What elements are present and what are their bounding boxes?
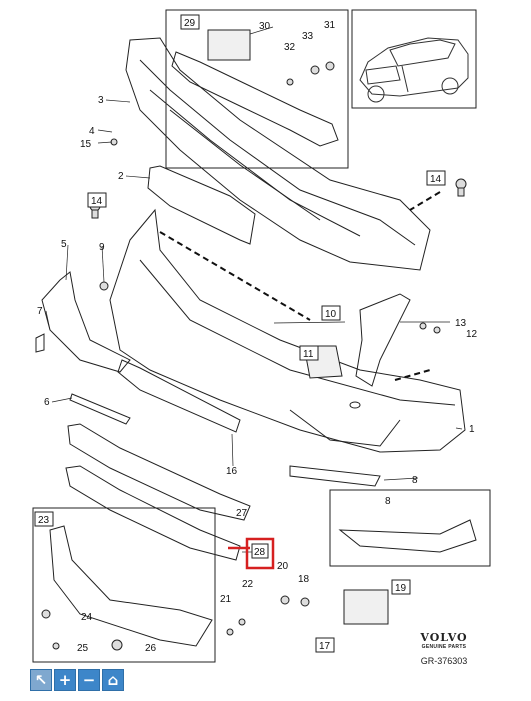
guide-lines xyxy=(159,191,441,381)
absorber-2 xyxy=(147,165,256,245)
home-icon[interactable]: ⌂ xyxy=(102,669,124,691)
label-6[interactable]: 6 xyxy=(44,397,50,408)
label-9[interactable]: 9 xyxy=(99,242,105,253)
label-11[interactable]: 11 xyxy=(303,349,314,360)
bumper-cover-1 xyxy=(109,208,466,453)
inset-box-29 xyxy=(165,9,349,169)
label-25[interactable]: 25 xyxy=(77,643,89,654)
part-28-highlight xyxy=(245,537,275,570)
volvo-branding: VOLVO GENUINE PARTS GR-376303 xyxy=(414,631,474,666)
label-20[interactable]: 20 xyxy=(277,561,289,572)
bracket-10 xyxy=(355,293,411,387)
label-33[interactable]: 33 xyxy=(302,31,314,42)
label-13[interactable]: 13 xyxy=(455,318,467,329)
label-8a[interactable]: 8 xyxy=(412,475,418,486)
label-18[interactable]: 18 xyxy=(298,574,310,585)
inset-box-8 xyxy=(329,489,491,567)
label-24[interactable]: 24 xyxy=(81,612,93,623)
genuine-parts-text: GENUINE PARTS xyxy=(421,644,467,650)
label-23[interactable]: 23 xyxy=(38,515,50,526)
label-7[interactable]: 7 xyxy=(37,306,43,317)
fasteners xyxy=(41,61,467,651)
label-19[interactable]: 19 xyxy=(395,583,407,594)
label-30[interactable]: 30 xyxy=(259,21,271,32)
label-28[interactable]: 28 xyxy=(254,547,266,558)
label-26[interactable]: 26 xyxy=(145,643,157,654)
minus-icon[interactable]: − xyxy=(78,669,100,691)
label-22[interactable]: 22 xyxy=(242,579,254,590)
label-8b[interactable]: 8 xyxy=(385,496,391,507)
lower-spoiler-27 xyxy=(67,423,251,521)
label-10[interactable]: 10 xyxy=(325,309,337,320)
volvo-logo: VOLVO xyxy=(420,631,468,644)
label-3[interactable]: 3 xyxy=(98,95,104,106)
car-illustration xyxy=(359,37,469,103)
side-cover-5 xyxy=(35,271,131,373)
viewer-toolbar: ↖ + − ⌂ xyxy=(30,669,124,691)
label-15[interactable]: 15 xyxy=(80,139,92,150)
grille-16 xyxy=(117,359,241,433)
label-32[interactable]: 32 xyxy=(284,42,296,53)
label-1[interactable]: 1 xyxy=(469,424,475,435)
bumper-carrier xyxy=(125,37,431,271)
label-29[interactable]: 29 xyxy=(184,18,196,29)
boxed-labels xyxy=(34,14,446,653)
label-27[interactable]: 27 xyxy=(236,508,248,519)
label-21[interactable]: 21 xyxy=(220,594,232,605)
label-16[interactable]: 16 xyxy=(226,466,238,477)
label-17[interactable]: 17 xyxy=(319,641,331,652)
label-4[interactable]: 4 xyxy=(89,126,95,137)
label-12[interactable]: 12 xyxy=(466,329,478,340)
select-arrow-icon[interactable]: ↖ xyxy=(30,669,52,691)
clip-boxes xyxy=(207,29,389,625)
lower-spoiler-28 xyxy=(65,465,241,561)
leader-lines xyxy=(45,26,463,553)
plus-icon[interactable]: + xyxy=(54,669,76,691)
label-5[interactable]: 5 xyxy=(61,239,67,250)
bracket-29 xyxy=(171,51,339,147)
label-2[interactable]: 2 xyxy=(118,171,124,182)
grille-8-detail xyxy=(338,519,477,553)
inset-box-23 xyxy=(32,507,216,663)
label-31[interactable]: 31 xyxy=(324,20,336,31)
drawing-code: GR-376303 xyxy=(420,656,468,666)
label-14a[interactable]: 14 xyxy=(91,196,103,207)
label-14b[interactable]: 14 xyxy=(430,174,442,185)
strip-6 xyxy=(69,393,131,425)
car-inset-box xyxy=(351,9,477,109)
skid-plate xyxy=(49,525,213,647)
grille-8 xyxy=(289,465,381,487)
